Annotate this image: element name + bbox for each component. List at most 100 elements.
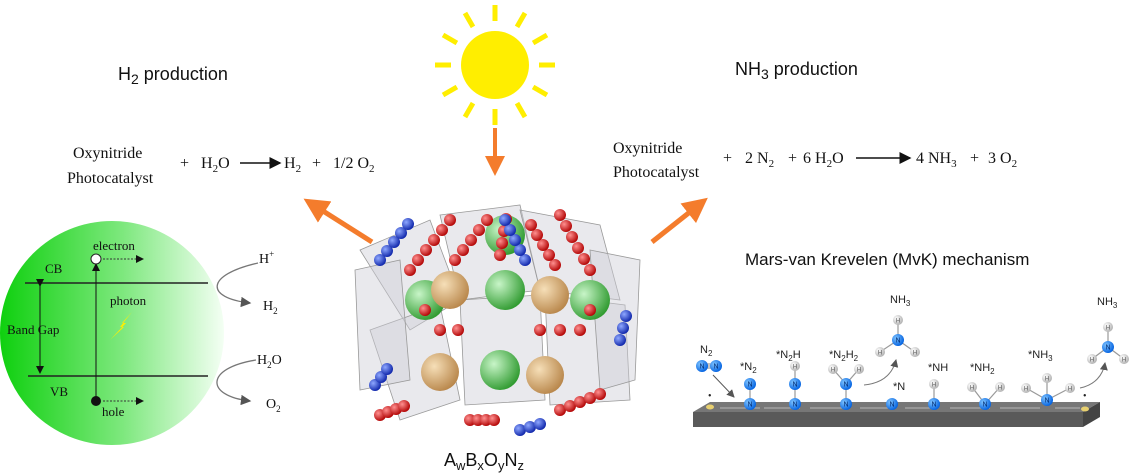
svg-text:H2: H2 bbox=[263, 299, 278, 316]
oxygen-atom bbox=[549, 259, 561, 271]
svg-text:N: N bbox=[792, 382, 797, 389]
nitrogen-atom bbox=[744, 398, 756, 410]
svg-text:H: H bbox=[878, 351, 882, 357]
oxygen-atom bbox=[531, 229, 543, 241]
oxygen-atom bbox=[481, 214, 493, 226]
svg-text:CB: CB bbox=[45, 261, 63, 276]
svg-text:Oxynitride: Oxynitride bbox=[73, 145, 142, 162]
svg-text:H: H bbox=[1068, 387, 1072, 393]
oxygen-atom bbox=[420, 244, 432, 256]
svg-text:H: H bbox=[896, 319, 900, 325]
nitrogen-atom bbox=[402, 218, 414, 230]
nitrogen-atom bbox=[395, 227, 407, 239]
oxygen-atom bbox=[398, 400, 410, 412]
nitrogen-atom bbox=[886, 398, 898, 410]
svg-text:H: H bbox=[1122, 358, 1126, 364]
oxygen-atom bbox=[554, 324, 566, 336]
a-site-cation bbox=[485, 270, 525, 310]
nitrogen-atom bbox=[519, 254, 531, 266]
species-label-s_nh2: *NH2 bbox=[970, 362, 995, 376]
svg-text:N: N bbox=[699, 364, 704, 371]
oxygen-atom bbox=[434, 324, 446, 336]
svg-text:+: + bbox=[788, 150, 797, 167]
oxygen-atom bbox=[574, 324, 586, 336]
svg-text:H2: H2 bbox=[284, 155, 301, 175]
svg-text:•: • bbox=[708, 391, 712, 402]
sun-icon bbox=[435, 5, 555, 125]
svg-text:3 O2: 3 O2 bbox=[988, 150, 1017, 170]
oxygen-atom bbox=[578, 253, 590, 265]
svg-text:N: N bbox=[1105, 345, 1110, 352]
nitrogen-atom bbox=[840, 378, 852, 390]
oxygen-atom bbox=[534, 324, 546, 336]
oxygen-atom bbox=[444, 214, 456, 226]
oxygen-atom bbox=[473, 224, 485, 236]
hydrogen-atom bbox=[1103, 322, 1113, 332]
sun-ray bbox=[531, 32, 549, 46]
svg-text:1/2 O2: 1/2 O2 bbox=[333, 155, 375, 175]
svg-text:H2O: H2O bbox=[257, 353, 282, 370]
hydrogen-atom bbox=[1042, 373, 1052, 383]
oxygen-atom bbox=[560, 220, 572, 232]
svg-text:H: H bbox=[857, 368, 861, 374]
species-label-s_nh: *NH bbox=[928, 362, 948, 374]
a-site-cation bbox=[480, 350, 520, 390]
hydrogen-atom bbox=[1065, 383, 1075, 393]
svg-text:H: H bbox=[1045, 377, 1049, 383]
sun-ray bbox=[462, 11, 476, 29]
nitrogen-atom bbox=[744, 378, 756, 390]
desorption-arrow bbox=[1079, 362, 1108, 389]
photocatalyst-particle bbox=[0, 221, 224, 445]
svg-text:Band Gap: Band Gap bbox=[7, 322, 59, 337]
b-site-cation bbox=[526, 356, 564, 394]
octahedron bbox=[354, 259, 411, 391]
svg-text:H: H bbox=[1090, 358, 1094, 364]
oxygen-atom bbox=[465, 234, 477, 246]
svg-text:+: + bbox=[180, 155, 189, 172]
nh3-equation: Oxynitride Photocatalyst + 2 N2 + 6 H2O … bbox=[613, 140, 1017, 181]
oxygen-atom bbox=[554, 209, 566, 221]
oxygen-atom bbox=[436, 224, 448, 236]
nitrogen-atom bbox=[710, 360, 722, 372]
nitrogen-atom bbox=[388, 236, 400, 248]
oxygen-atom bbox=[494, 249, 506, 261]
b-site-cation bbox=[421, 353, 459, 391]
hydrogen-atom bbox=[790, 361, 800, 371]
svg-text:N: N bbox=[843, 382, 848, 389]
species-label-n2: N2 bbox=[700, 344, 713, 358]
oxygen-atom bbox=[449, 254, 461, 266]
arrow-to-h2 bbox=[303, 198, 374, 245]
oxygen-atom bbox=[457, 244, 469, 256]
sun-ray bbox=[514, 11, 528, 29]
svg-text:N: N bbox=[843, 402, 848, 409]
vacancy-site bbox=[1081, 406, 1089, 412]
nitrogen-atom bbox=[840, 398, 852, 410]
oxygen-atom bbox=[525, 219, 537, 231]
svg-text:H+: H+ bbox=[259, 249, 274, 267]
nitrogen-atom bbox=[620, 310, 632, 322]
nitrogen-atom bbox=[1102, 341, 1114, 353]
nitrogen-atom bbox=[789, 398, 801, 410]
electron-icon bbox=[90, 253, 102, 265]
oxygen-atom bbox=[554, 404, 566, 416]
nitrogen-atom bbox=[499, 214, 511, 226]
nitrogen-atom bbox=[381, 245, 393, 257]
svg-text:N: N bbox=[713, 364, 718, 371]
oxygen-atom bbox=[584, 304, 596, 316]
svg-text:N: N bbox=[895, 338, 900, 345]
nitrogen-atom bbox=[1041, 394, 1053, 406]
species-label-s_nh3: *NH3 bbox=[1028, 349, 1053, 363]
hydrogen-atom bbox=[875, 347, 885, 357]
band-diagram: CB VB Band Gap electron hole photon H+ H… bbox=[0, 221, 282, 445]
hydrogen-atom bbox=[967, 382, 977, 392]
oxygen-atom bbox=[594, 388, 606, 400]
arrow-to-nh3 bbox=[650, 197, 708, 244]
sun-ray bbox=[441, 84, 459, 98]
svg-text:N: N bbox=[931, 402, 936, 409]
nitrogen-atom bbox=[524, 421, 536, 433]
b-site-cation bbox=[531, 276, 569, 314]
nitrogen-atom bbox=[928, 398, 940, 410]
svg-text:H: H bbox=[998, 386, 1002, 392]
b-site-cation bbox=[431, 271, 469, 309]
